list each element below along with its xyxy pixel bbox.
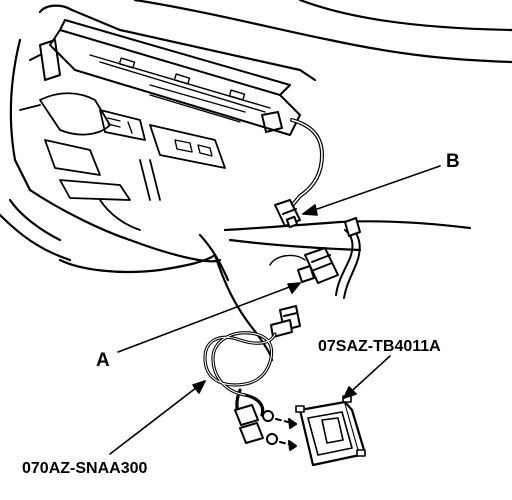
- connector-a: [297, 247, 339, 284]
- leader-lines: [109, 165, 441, 455]
- vehicle-harness-wire: [335, 217, 361, 299]
- harness-part-number-label: 070AZ-SNAA300: [22, 460, 147, 477]
- connection-arrows: [275, 418, 297, 451]
- sst-plug-a: [270, 305, 301, 338]
- tool-part-number-label: 07SAZ-TB4011A: [318, 338, 441, 355]
- callout-b-label: B: [446, 151, 460, 172]
- dash-internal-brackets: [19, 92, 226, 231]
- connector-b: [274, 199, 301, 229]
- airbag-module-housing: [29, 19, 301, 136]
- dummy-inflator: [295, 395, 366, 467]
- callout-a-label: A: [96, 350, 110, 371]
- sst-harness: [203, 305, 301, 451]
- module-harness-wire: [288, 118, 324, 210]
- body-trim-edge: [269, 254, 306, 266]
- vehicle-body-outline: [0, 0, 512, 362]
